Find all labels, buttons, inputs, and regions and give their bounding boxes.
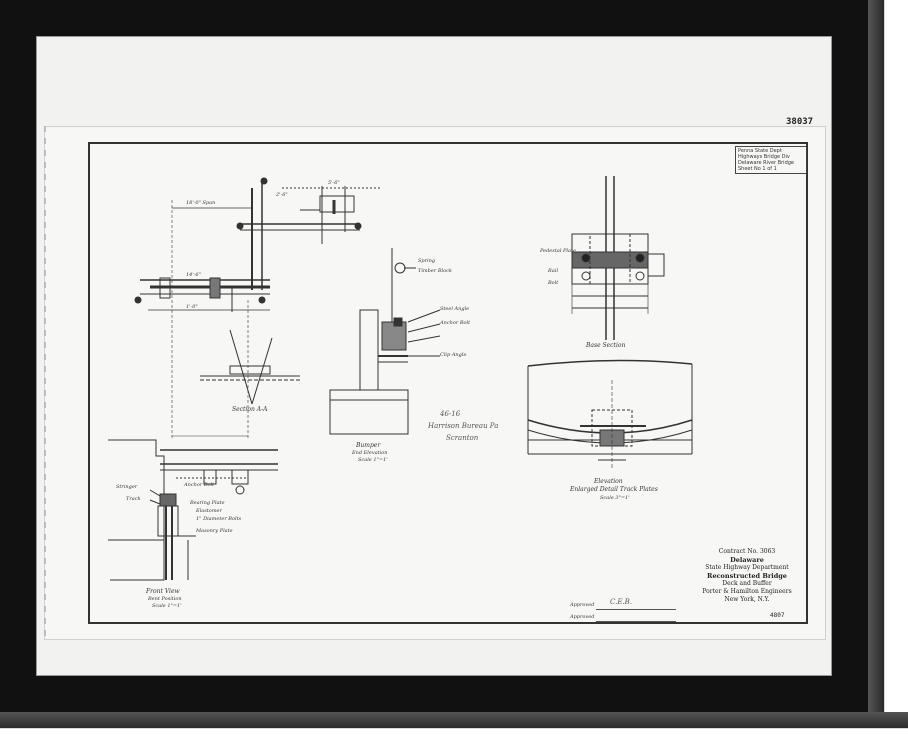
front-callout: Masonry Plate bbox=[196, 528, 233, 534]
signature-line bbox=[596, 609, 676, 610]
frame-shadow-right bbox=[868, 0, 908, 752]
dim-label: 1'-0" bbox=[186, 304, 198, 310]
scan-edge bbox=[44, 126, 46, 638]
front-callout: Anchor Bolt bbox=[184, 482, 215, 488]
drawing-border bbox=[88, 142, 808, 624]
elevation-subtitle: Enlarged Detail Track Plates bbox=[570, 486, 658, 493]
title-line: Delaware bbox=[730, 556, 764, 564]
handwritten-note-line: Scranton bbox=[446, 434, 479, 442]
front-callout: 1" Diameter Bolts bbox=[196, 516, 242, 522]
handwritten-note-line: Harrison Bureau Pa bbox=[428, 422, 499, 430]
bumper-callout: Timber Block bbox=[418, 268, 452, 274]
plan-callout: Pedestal Plate bbox=[540, 248, 576, 254]
stamp-line: Highways Bridge Div bbox=[738, 154, 790, 160]
dim-label: 18'-0" Span bbox=[186, 200, 216, 206]
front-view-subtitle: Bent Position bbox=[148, 596, 182, 602]
handwritten-note-line: 46-16 bbox=[440, 410, 461, 418]
bumper-scale: Scale 1"=1' bbox=[358, 457, 388, 463]
blueprint-sheet bbox=[44, 126, 826, 640]
front-callout: Track bbox=[126, 496, 141, 502]
plan-callout: Bolt bbox=[548, 280, 559, 286]
section-aa-label: Section A-A bbox=[232, 406, 268, 413]
bumper-callout: Spring bbox=[418, 258, 436, 264]
title-line: New York, N.Y. bbox=[724, 596, 770, 603]
title-line: Porter & Hamilton Engineers bbox=[702, 588, 792, 595]
title-line: State Highway Department bbox=[705, 564, 789, 571]
drawing-number: 4807 bbox=[770, 612, 785, 619]
approved-label: Approved bbox=[570, 614, 595, 620]
title-line: Contract No. 3063 bbox=[718, 548, 776, 555]
bumper-title: Bumper bbox=[356, 442, 381, 449]
elevation-title: Elevation bbox=[594, 478, 623, 485]
dim-label: 5'-6" bbox=[328, 180, 340, 186]
plan-title: Base Section bbox=[586, 342, 626, 349]
title-block: Contract No. 3063 Delaware State Highway… bbox=[688, 548, 806, 604]
stamp-line: Sheet No 1 of 1 bbox=[738, 166, 777, 172]
signature: C.E.B. bbox=[610, 598, 633, 606]
title-line: Deck and Buffer bbox=[722, 580, 772, 587]
front-callout: Stringer bbox=[116, 484, 138, 490]
front-view-title: Front View bbox=[146, 588, 180, 595]
elevation-scale: Scale 3"=1' bbox=[600, 495, 630, 501]
front-callout: Elastomer bbox=[196, 508, 222, 514]
stamp-line: Penna State Dept bbox=[738, 148, 782, 154]
bumper-callout: Anchor Bolt bbox=[440, 320, 471, 326]
front-view-scale: Scale 1"=1' bbox=[152, 603, 182, 609]
stamp-line: Delaware River Bridge bbox=[738, 160, 794, 166]
bumper-callout: Steel Angle bbox=[440, 306, 470, 312]
title-line: Reconstructed Bridge bbox=[707, 572, 787, 580]
front-callout: Bearing Plate bbox=[190, 500, 225, 506]
bumper-callout: Clip Angle bbox=[440, 352, 467, 358]
title-stamp: Penna State Dept Highways Bridge Div Del… bbox=[735, 146, 807, 174]
bumper-subtitle: End Elevation bbox=[352, 450, 388, 456]
dim-label: 2'-6" bbox=[276, 192, 288, 198]
dim-label: 14'-6" bbox=[186, 272, 201, 278]
sheet-number: 38037 bbox=[786, 117, 814, 127]
signature-line bbox=[596, 621, 676, 622]
approved-label: Approved bbox=[570, 602, 595, 608]
frame-shadow-bottom bbox=[0, 712, 908, 752]
plan-callout: Rail bbox=[548, 268, 559, 274]
